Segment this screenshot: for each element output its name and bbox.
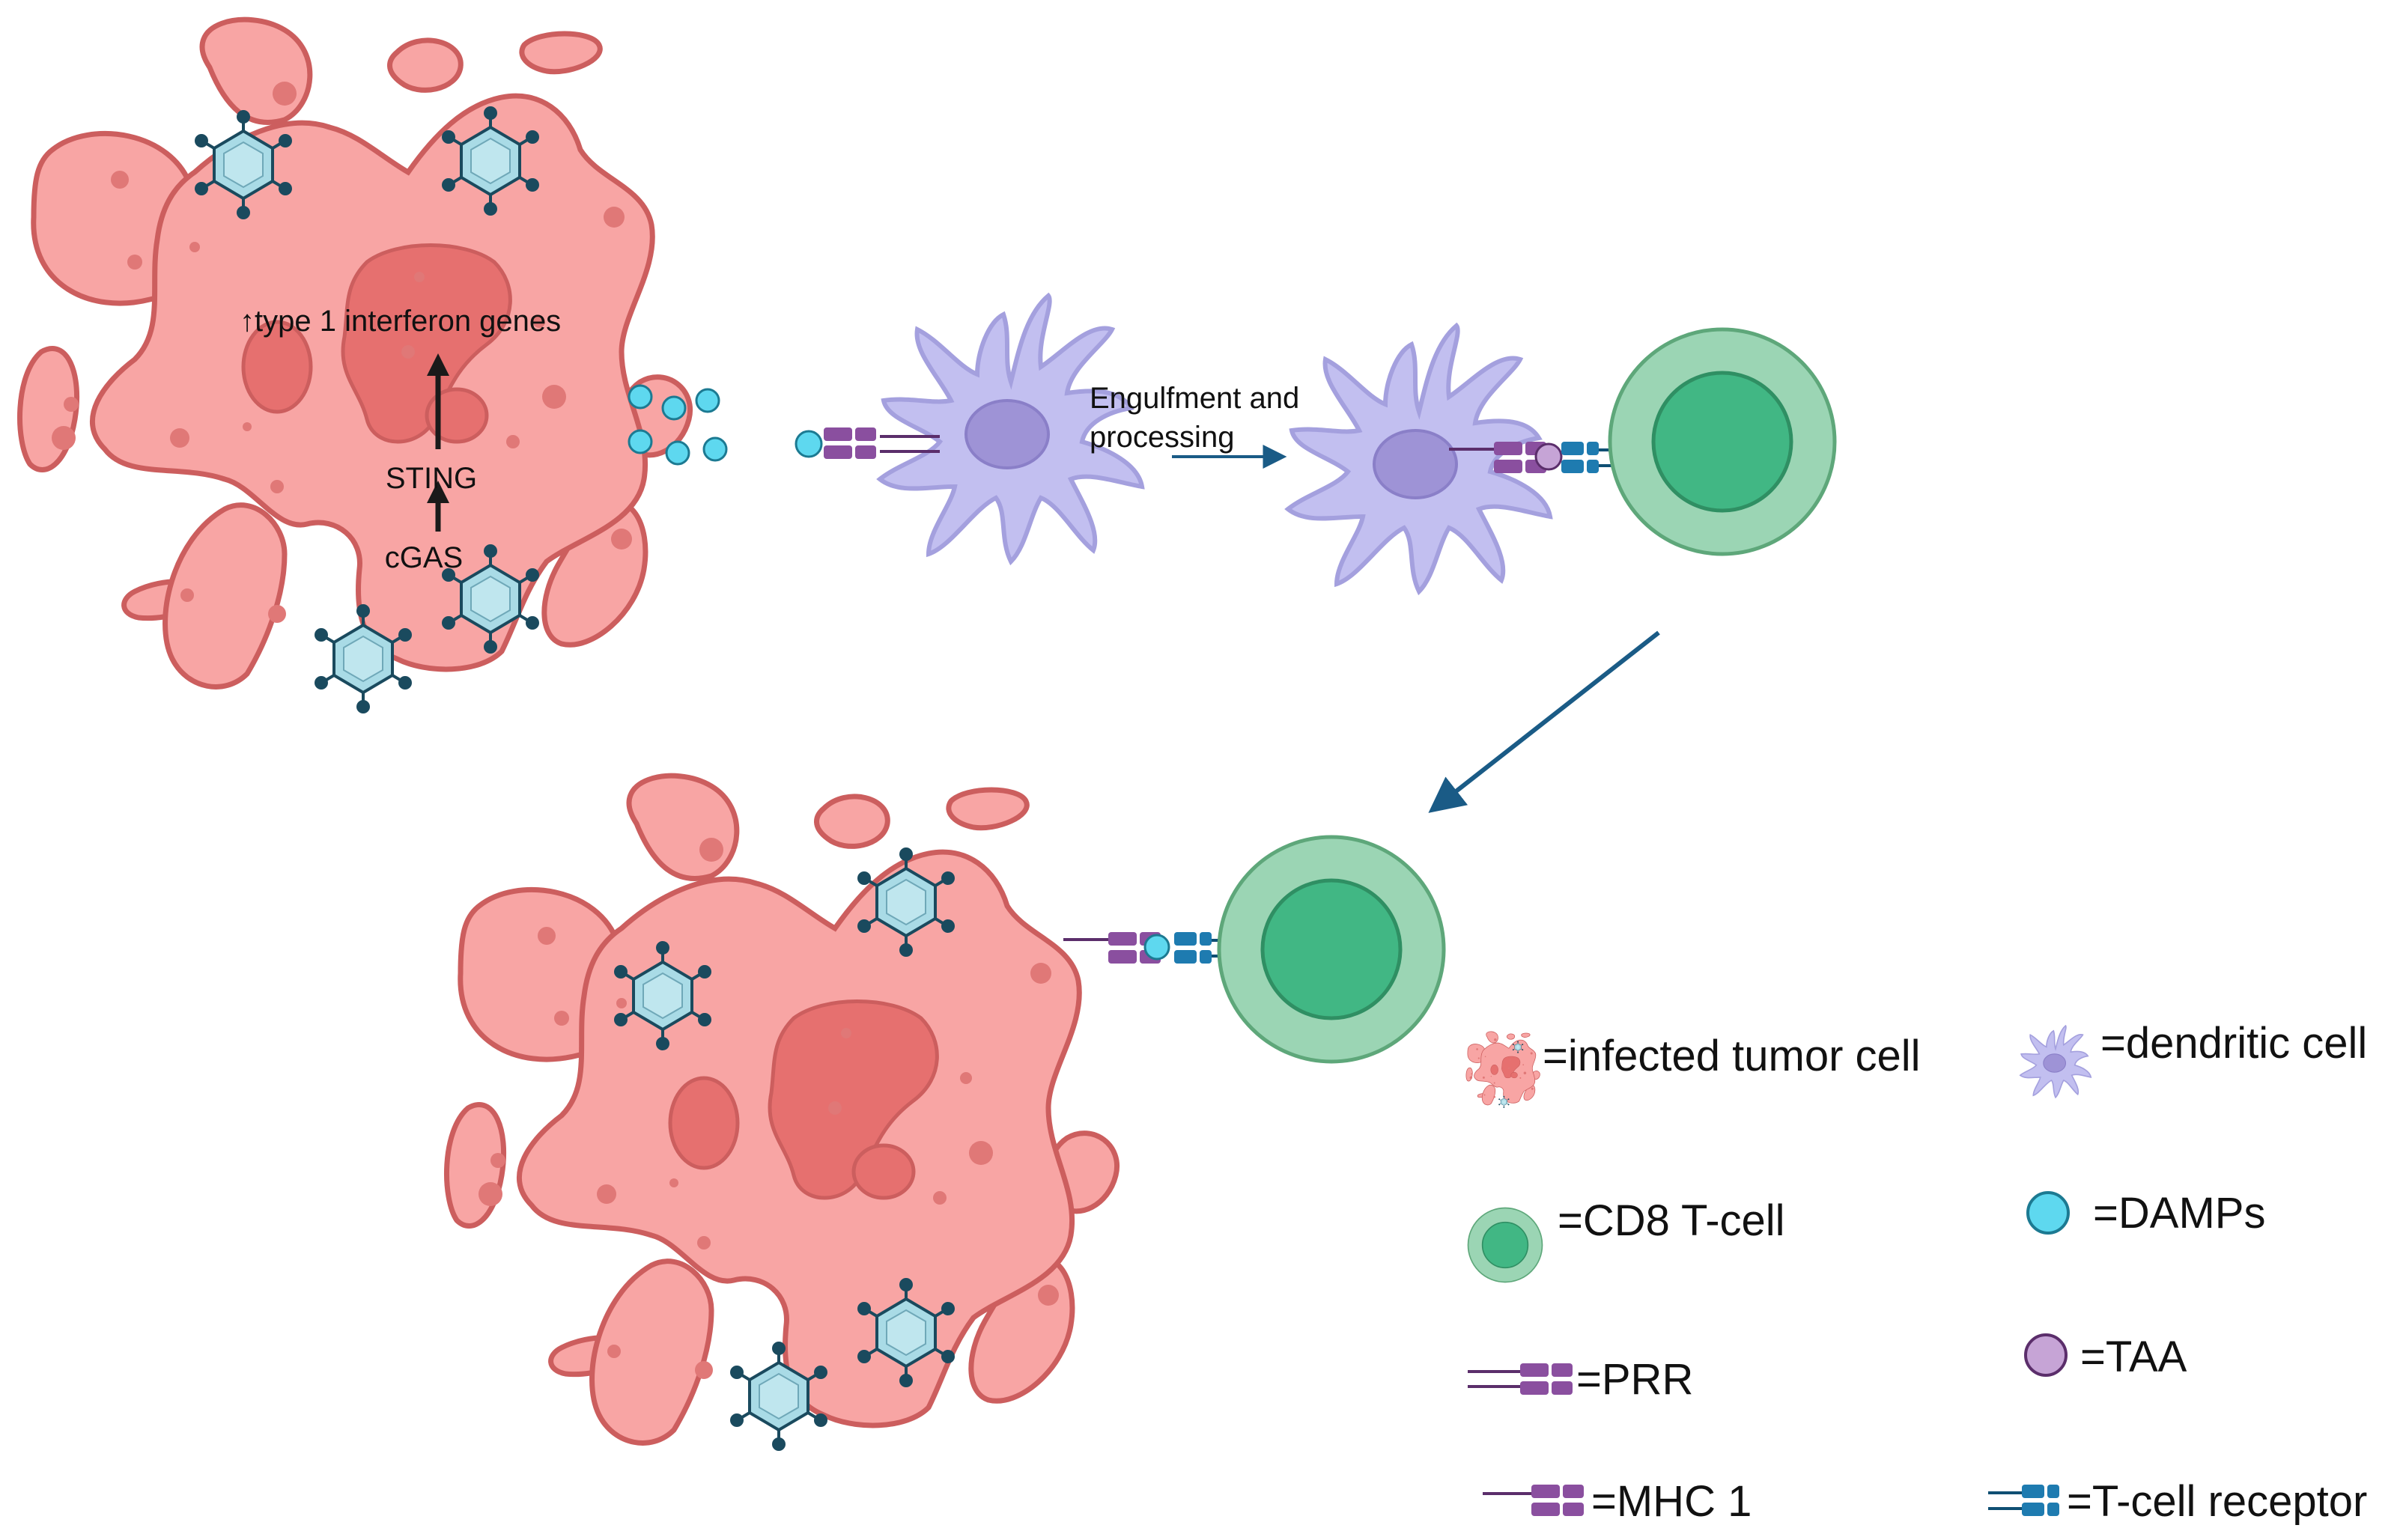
engulfment-label-2: processing	[1090, 421, 1234, 454]
damps-cluster	[628, 384, 728, 466]
legend-t-cell-receptor: =T-cell receptor	[2067, 1477, 2367, 1526]
sting-label: STING	[386, 462, 477, 495]
tcell-synapse	[1063, 932, 1239, 964]
damp-icon	[795, 430, 823, 458]
interferon-label: ↑type 1 interferon genes	[240, 305, 561, 338]
dendritic-cell-1	[795, 296, 1142, 561]
cd8-t-cell-1	[1610, 329, 1835, 554]
arrow-up-icon	[427, 353, 449, 376]
tcr-icon	[1174, 932, 1212, 964]
prr-icon	[824, 427, 876, 459]
tcr-icon	[1561, 442, 1599, 473]
legend-damp-icon	[2026, 1191, 2070, 1235]
engulfment-label-1: Engulfment and	[1090, 382, 1299, 415]
legend-cd8-t-cell: =CD8 T-cell	[1558, 1196, 1785, 1245]
activation-arrow-icon	[1428, 630, 1660, 813]
legend-tcr-icon	[1988, 1485, 2059, 1516]
cgas-label: cGAS	[385, 541, 463, 574]
legend-tumor-icon	[1465, 1031, 1540, 1108]
legend-infected-tumor-cell: =infected tumor cell	[1543, 1032, 1921, 1080]
legend-taa: =TAA	[2080, 1333, 2187, 1381]
sting-pathway: cGAS STING ↑type 1 interferon genes	[240, 305, 561, 574]
legend-dendritic-cell: =dendritic cell	[2100, 1019, 2367, 1068]
legend-dendritic-icon	[2019, 1025, 2092, 1098]
infected-tumor-cell-bottom	[446, 776, 1117, 1451]
legend-prr: =PRR	[1576, 1355, 1693, 1404]
engulfment-step: Engulfment and processing	[1090, 382, 1299, 469]
dendritic-cell-2	[1288, 326, 1625, 591]
legend-taa-icon	[2024, 1333, 2068, 1377]
legend-prr-icon	[1468, 1363, 1573, 1395]
legend: =infected tumor cell =dendritic cell =CD…	[1465, 1019, 2367, 1526]
arrow-up-icon	[427, 481, 449, 503]
legend-mhc1: =MHC 1	[1591, 1477, 1752, 1526]
cd8-t-cell-2	[1219, 837, 1444, 1062]
taa-icon	[1534, 442, 1563, 471]
infected-tumor-cell-top	[19, 19, 690, 713]
legend-mhc1-icon	[1483, 1485, 1584, 1516]
legend-tcell-icon	[1467, 1207, 1543, 1283]
legend-damps: =DAMPs	[2093, 1189, 2265, 1238]
damp-icon	[1143, 934, 1170, 961]
